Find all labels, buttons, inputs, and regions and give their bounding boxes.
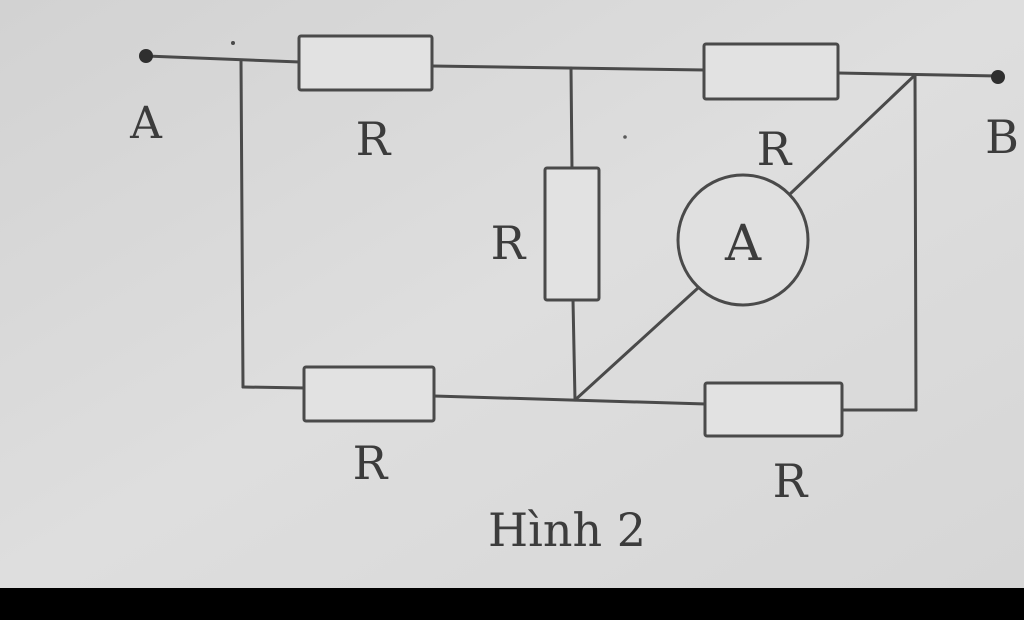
ammeter-circle[interactable] bbox=[676, 173, 810, 307]
ammeter-label: A bbox=[724, 214, 762, 272]
resistor-bottom-left[interactable] bbox=[302, 365, 436, 423]
paper-background bbox=[0, 0, 1024, 588]
resistor-top-right-label: R bbox=[757, 122, 793, 176]
resistor-middle[interactable] bbox=[543, 166, 601, 302]
stray-dot bbox=[623, 135, 627, 139]
terminal-a-dot[interactable] bbox=[139, 49, 153, 63]
terminal-b-label: B bbox=[985, 110, 1019, 164]
figure-caption: Hình 2 bbox=[488, 503, 646, 557]
resistor-bottom-right[interactable] bbox=[703, 381, 844, 438]
resistor-bottom-right-label: R bbox=[773, 454, 809, 508]
terminal-a-label: A bbox=[129, 98, 163, 149]
terminal-b-dot[interactable] bbox=[991, 70, 1005, 84]
resistor-top-right[interactable] bbox=[702, 42, 840, 101]
resistor-top-left-label: R bbox=[356, 112, 392, 166]
stray-dot bbox=[231, 41, 235, 45]
resistor-top-left[interactable] bbox=[297, 34, 434, 92]
resistor-middle-label: R bbox=[491, 216, 527, 270]
resistor-bottom-left-label: R bbox=[353, 436, 389, 490]
circuit-wires bbox=[144, 54, 1000, 412]
bottom-black-band bbox=[0, 588, 1024, 620]
